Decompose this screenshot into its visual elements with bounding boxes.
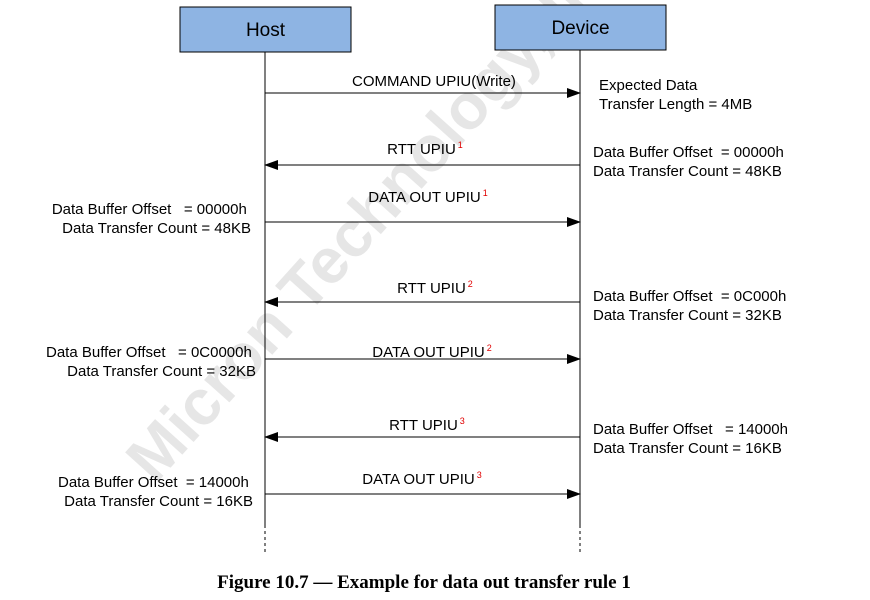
host-actor: Host xyxy=(179,6,352,53)
device-note-rtt-3: Data Buffer Offset = 14000h Data Transfe… xyxy=(593,421,792,457)
device-actor-box xyxy=(494,4,667,51)
device-note-expected-length: Expected Data Transfer Length = 4MB xyxy=(599,77,752,113)
device-actor: Device xyxy=(494,4,667,51)
host-note-data-out-2: Data Buffer Offset = 0C0000h Data Transf… xyxy=(46,344,256,380)
device-note-rtt-2: Data Buffer Offset = 0C000h Data Transfe… xyxy=(593,288,791,324)
host-actor-box xyxy=(179,6,352,53)
host-actor-label: Host xyxy=(246,20,286,41)
device-note-rtt-1: Data Buffer Offset = 00000h Data Transfe… xyxy=(593,144,788,180)
device-actor-label: Device xyxy=(551,18,609,39)
figure-caption: Figure 10.7 — Example for data out trans… xyxy=(217,572,631,593)
message-label: COMMAND UPIU(Write) xyxy=(352,73,516,90)
host-note-data-out-1: Data Buffer Offset = 00000h Data Transfe… xyxy=(52,201,251,237)
message-command-upiu: COMMAND UPIU(Write) xyxy=(265,73,581,98)
host-note-data-out-3: Data Buffer Offset = 14000h Data Transfe… xyxy=(58,474,253,510)
